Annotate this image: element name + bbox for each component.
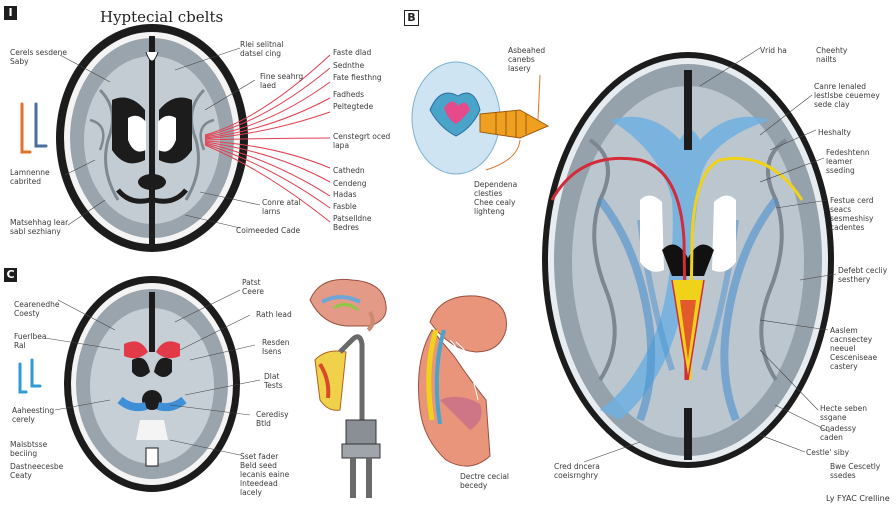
label-c-left-4: Malsbtsse beciing [10, 440, 48, 458]
label-a-fan-10: Fasble [333, 202, 357, 211]
label-b-bot-1: Cred dncera coeisrnghry [554, 462, 600, 480]
label-b-r-3: Fedeshtenn leamer sseding [826, 148, 870, 175]
label-b-r-5: Defebt cecliy sesthery [838, 266, 888, 284]
label-b-r-9: Cestle' siby [806, 448, 850, 457]
label-a-fan-3: Fate fiesthng [333, 73, 382, 82]
sagittal-brain-mini [309, 278, 387, 332]
label-b-top-3: Cheehty nailts [816, 46, 848, 64]
label-b-r-4: Festue cerd seacs sesmeshisy cadentes [830, 196, 874, 232]
figure-credit: Ly FYAC Crelline [826, 494, 890, 503]
label-a-fan-11: Patselldne Bedres [333, 214, 372, 232]
label-b-r-7: Hecte seben ssgane [820, 404, 867, 422]
label-a-fan-7: Cathedn [333, 166, 365, 175]
label-c-r-1: Rath lead [256, 310, 292, 319]
ventricle-inset [411, 61, 550, 175]
label-c-top-1: Patst Ceere [242, 278, 264, 296]
label-c-r-5: Sset fader Beld seed lecanis eaine lntee… [240, 452, 290, 497]
panel-a-brain [56, 24, 331, 252]
probe-device [314, 334, 381, 498]
label-a-top-1: Rlei selitnal datsel cing [240, 40, 284, 58]
panel-c-letter: C [4, 268, 17, 282]
panel-a-connector-icon [20, 102, 48, 154]
label-b-top-1: Asbeahed canebs lasery [508, 46, 546, 73]
label-a-left-3: Matsehhag lear sabl sezhiany [10, 218, 69, 236]
label-b-mid-1: Dependena clesties [474, 180, 518, 198]
label-b-r-1: Canre lenaled lestlsbe ceuemey sede clay [814, 82, 880, 109]
label-c-r-3: Dlat Tests [264, 372, 283, 390]
label-a-bot-1: Conre atal larns [262, 198, 301, 216]
label-a-fan-9: Hadas [333, 190, 357, 199]
label-b-mid-2: Chee cealy lighteng [474, 198, 516, 216]
label-b-top-2: Vrid ha [760, 46, 787, 55]
label-b-r-8: Cnadessy caden [820, 424, 857, 442]
label-c-left-2: Fuerlbea Ral [14, 332, 47, 350]
panel-a-letter: I [4, 6, 17, 20]
brainstem-illustration [418, 295, 507, 467]
label-a-fan-6: Censtegrt oced lapa [333, 132, 391, 150]
panel-c-connector-icon [18, 358, 42, 394]
label-a-bot-2: Coimeeded Cade [236, 226, 301, 235]
label-a-fan-5: Peltegtede [333, 102, 374, 111]
label-c-left-1: Cearenedhe Coesty [14, 300, 60, 318]
label-a-left-1: Cerels sesdene Saby [10, 48, 67, 66]
label-a-fan-8: Cendeng [333, 179, 367, 188]
label-a-fan-1: Faste dlad [333, 48, 372, 57]
figure-title: Hyptecial cbelts [100, 8, 224, 26]
label-a-fan-4: Fadheds [333, 90, 365, 99]
label-b-r-6: Aaslem cacnsectey neeuel Cesceniseae cas… [830, 326, 878, 371]
panel-b-letter: B [404, 10, 419, 26]
label-a-left-2: Lamnenne cabrited [10, 168, 50, 186]
label-b-r-10: Bwe Cescetly ssedes [830, 462, 881, 480]
label-a-mid-1: Fine seahrg laed [260, 72, 304, 90]
panel-c-brain [44, 276, 261, 492]
label-b-r-2: Heshalty [818, 128, 851, 137]
label-c-r-2: Resden Isens [262, 338, 290, 356]
label-b-bot-2: Dectre cecial becedy [460, 472, 509, 490]
label-c-left-5: Dastneecesbe Ceaty [10, 462, 64, 480]
label-a-fan-2: Sednthe [333, 61, 365, 70]
label-c-left-3: Aaheesting cerely [12, 406, 55, 424]
label-c-r-4: Ceredisy Btld [256, 410, 289, 428]
panel-b-brain [542, 47, 837, 468]
